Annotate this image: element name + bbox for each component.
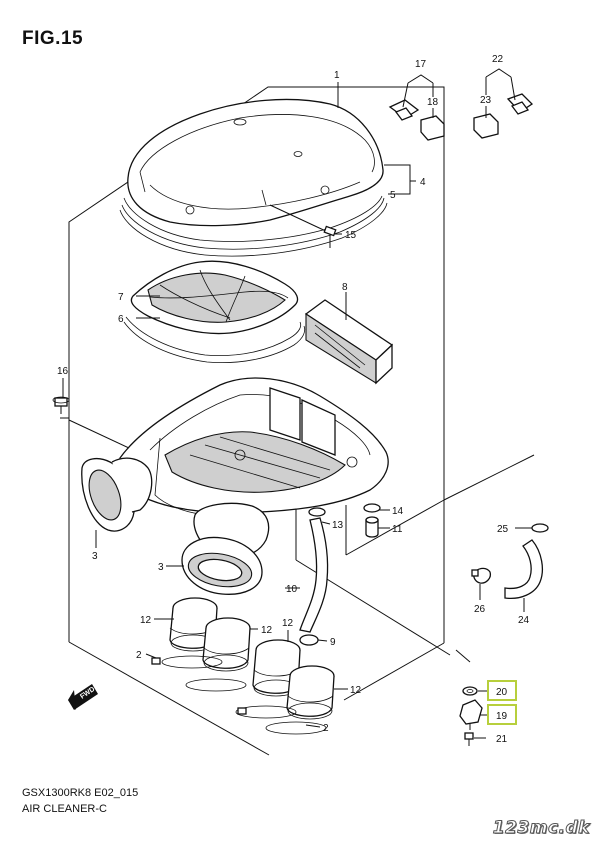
part-25-clip: [531, 523, 549, 533]
part-22-clamp: [506, 93, 534, 115]
callout-10: 10: [286, 584, 298, 595]
assembly-name: AIR CLEANER-C: [22, 803, 107, 815]
highlight-boxes: [487, 680, 517, 725]
callout-23: 23: [480, 95, 492, 106]
part-18-sensor-cap: [420, 115, 445, 141]
callout-21: 21: [496, 734, 508, 745]
callout-12c: 12: [282, 618, 294, 629]
part-10-drain-hose: [299, 517, 329, 633]
part-16-bolt: [52, 396, 70, 414]
callout-2a: 2: [136, 650, 142, 661]
callout-22: 22: [492, 54, 504, 65]
air-cleaner-case: [118, 377, 389, 558]
callout-16: 16: [57, 366, 69, 377]
part-1-cover: [123, 98, 384, 242]
part-2-clamps: [151, 655, 327, 735]
callout-8: 8: [342, 282, 348, 293]
part-20-washer: [462, 686, 478, 696]
part-12-funnel-4: [286, 665, 335, 720]
callout-12a: 12: [140, 615, 152, 626]
callout-13: 13: [332, 520, 344, 531]
part-7-filter-element: [130, 260, 299, 335]
model-code: GSX1300RK8 E02_015: [22, 787, 139, 799]
part-19-valve: [459, 699, 483, 730]
figure-title: FIG.15: [22, 28, 84, 49]
callout-4: 4: [420, 177, 426, 188]
part-24-hose: [504, 539, 543, 600]
callout-1: 1: [334, 70, 340, 81]
part-11-cap: [365, 516, 379, 538]
callout-labels: 1 4 5 15 7 6 8 17 18 22 23 16 3 3 12 12 …: [57, 54, 530, 745]
callout-7: 7: [118, 292, 124, 303]
callout-12d: 12: [350, 685, 362, 696]
callout-3a: 3: [92, 551, 98, 562]
callout-17: 17: [415, 59, 427, 70]
callout-15: 15: [345, 230, 357, 241]
site-watermark: 123mc.dk: [492, 818, 590, 839]
part-6-seal: [123, 316, 306, 363]
part-3-intake-lower: [181, 536, 263, 595]
part-21-screw: [464, 732, 474, 746]
part-3-intake-left: [81, 457, 153, 532]
callout-19: 19: [496, 711, 508, 722]
callout-2b: 2: [323, 723, 329, 734]
part-13-plug: [308, 507, 326, 517]
callout-11: 11: [392, 524, 403, 535]
part-8-foam: [304, 299, 394, 385]
callout-14: 14: [392, 506, 404, 517]
callout-6: 6: [118, 314, 124, 325]
part-15-screw: [269, 204, 337, 248]
part-4-5-seal: [119, 197, 388, 257]
part-12-funnel-2: [202, 617, 251, 672]
part-23-sensor-cap: [473, 113, 499, 139]
callout-leaders: [62, 68, 532, 739]
callout-3b: 3: [158, 562, 164, 573]
callout-5: 5: [390, 190, 396, 201]
callout-25: 25: [497, 524, 509, 535]
part-26-clamp: [471, 567, 492, 584]
part-14-clip: [363, 503, 381, 513]
part-17-clamp: [388, 99, 420, 121]
part-9-clip: [299, 634, 319, 646]
callout-20: 20: [496, 687, 508, 698]
callout-12b: 12: [261, 625, 273, 636]
callout-26: 26: [474, 604, 486, 615]
fwd-arrow-icon: FWD: [68, 684, 98, 710]
callout-18: 18: [427, 97, 439, 108]
highlight-box-19: [487, 704, 517, 725]
callout-24: 24: [518, 615, 530, 626]
highlight-box-20: [487, 680, 517, 701]
callout-9: 9: [330, 637, 336, 648]
